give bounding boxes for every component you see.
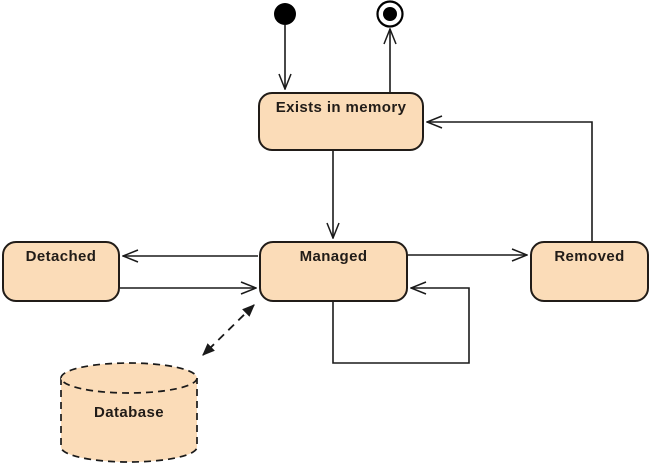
state-removed: Removed bbox=[530, 241, 649, 302]
initial-state-node bbox=[274, 3, 296, 25]
state-detached: Detached bbox=[2, 241, 120, 302]
transition-removed-to-exists bbox=[427, 122, 593, 241]
state-managed: Managed bbox=[259, 241, 408, 302]
transition-managed-self-loop bbox=[332, 288, 470, 364]
final-state-node bbox=[376, 0, 404, 28]
association-managed-database bbox=[203, 305, 254, 355]
state-exists-label: Exists in memory bbox=[275, 99, 407, 116]
state-removed-label: Removed bbox=[554, 248, 625, 265]
state-managed-label: Managed bbox=[299, 248, 368, 265]
database-label: Database bbox=[94, 404, 164, 421]
state-exists-in-memory: Exists in memory bbox=[258, 92, 424, 151]
state-detached-label: Detached bbox=[25, 248, 97, 265]
database-cylinder bbox=[60, 362, 198, 463]
